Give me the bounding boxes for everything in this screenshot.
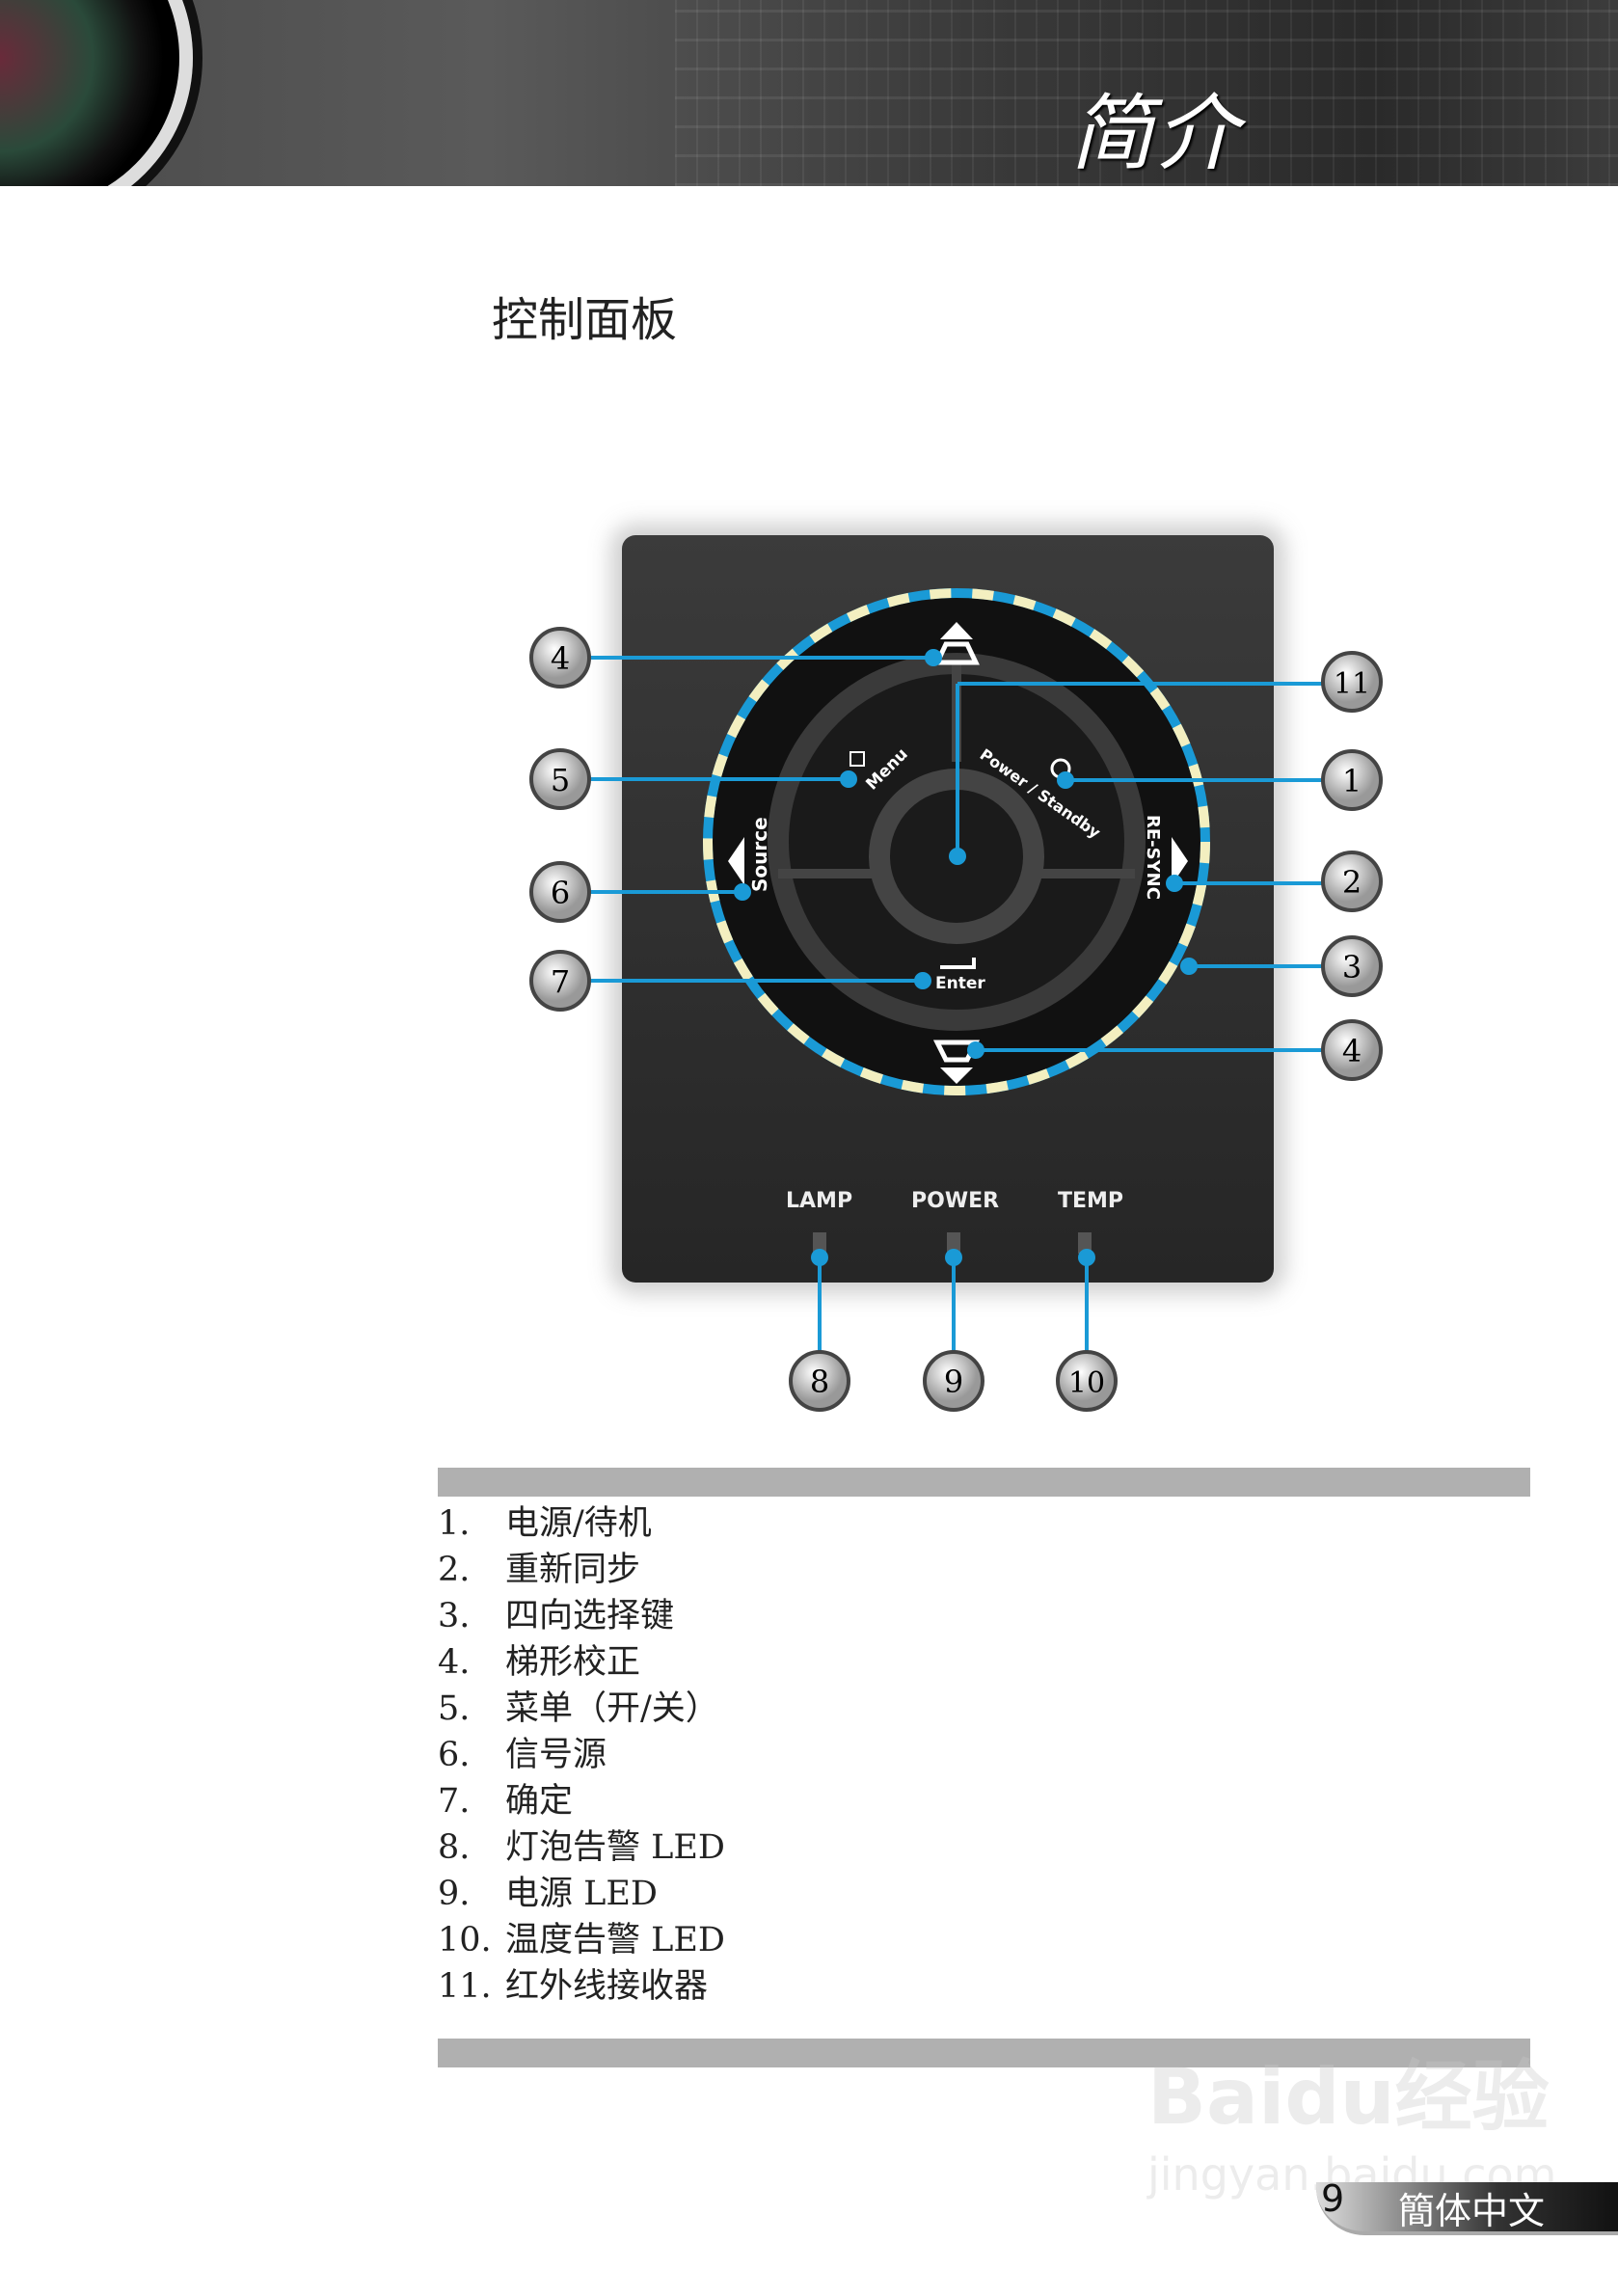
callout-8: 8 (789, 1350, 850, 1412)
item-text: 红外线接收器 (505, 1967, 709, 2006)
list-item: 10. 温度告警 LED (438, 1917, 725, 1963)
item-text: 温度告警 LED (505, 1921, 725, 1959)
chapter-header: 简介 (0, 0, 1618, 186)
leader-lines (589, 649, 1323, 1352)
menu-icon (849, 751, 865, 767)
svg-text:4: 4 (551, 640, 570, 677)
control-panel-diagram: Menu Power / Standby RE-SYNC Source Ente… (529, 588, 1383, 1412)
footer-language: 簡体中文 (1398, 2190, 1546, 2232)
svg-text:5: 5 (551, 762, 570, 798)
callout-11: 11 (1321, 651, 1383, 713)
callout-5: 5 (529, 748, 591, 810)
item-number: 9. (438, 1875, 471, 1913)
svg-text:3: 3 (1342, 949, 1362, 986)
list-item: 1. 电源/待机 (438, 1500, 725, 1547)
led-label-power: POWER (911, 1189, 999, 1213)
item-text: 电源 LED (505, 1875, 658, 1913)
callout-3: 3 (1321, 935, 1383, 997)
svg-text:2: 2 (1342, 864, 1362, 901)
item-text: 菜单（开/关） (505, 1689, 719, 1728)
arrow-right-icon (1172, 837, 1188, 885)
svg-text:9: 9 (944, 1364, 963, 1400)
item-number: 8. (438, 1828, 471, 1867)
page-number: 9 (1321, 2177, 1345, 2220)
four-way-ring-dash (703, 588, 1210, 1095)
item-text: 重新同步 (505, 1551, 641, 1589)
list-item: 11. 红外线接收器 (438, 1963, 725, 2010)
enter-label: Enter (935, 974, 985, 993)
arrow-up-icon (940, 622, 973, 639)
callout-4-top: 4 (529, 627, 591, 689)
divider-bar-bottom (438, 2039, 1530, 2067)
legend-list: 1.电源/待机 2.重新同步 3.四向选择键 4.梯形校正 5.菜单（开/关） … (438, 1500, 725, 2010)
section-title: 控制面板 (492, 293, 678, 347)
list-item: 2. 重新同步 (438, 1547, 725, 1593)
led-label-lamp: LAMP (786, 1189, 852, 1213)
callout-10: 10 (1056, 1350, 1118, 1412)
led-label-temp: TEMP (1058, 1189, 1123, 1213)
item-number: 7. (438, 1782, 471, 1821)
callout-4-bottom: 4 (1321, 1019, 1383, 1081)
item-number: 3. (438, 1597, 471, 1635)
item-text: 确定 (505, 1782, 574, 1821)
callout-9: 9 (923, 1350, 984, 1412)
source-label: Source (748, 817, 771, 892)
resync-label: RE-SYNC (1143, 815, 1163, 900)
header-grid-pattern (675, 0, 1618, 186)
callout-2: 2 (1321, 851, 1383, 912)
list-item: 7. 确定 (438, 1778, 725, 1824)
item-number: 1. (438, 1504, 471, 1543)
list-item: 8. 灯泡告警 LED (438, 1824, 725, 1871)
item-number: 4. (438, 1643, 471, 1682)
temp-led (1078, 1232, 1092, 1254)
item-number: 2. (438, 1551, 471, 1589)
chapter-title: 简介 (1070, 86, 1240, 182)
power-led (947, 1232, 960, 1254)
callout-1: 1 (1321, 749, 1383, 811)
svg-text:10: 10 (1068, 1366, 1105, 1400)
svg-text:11: 11 (1334, 667, 1370, 701)
list-item: 9. 电源 LED (438, 1871, 725, 1917)
item-text: 四向选择键 (505, 1597, 675, 1635)
list-item: 6. 信号源 (438, 1732, 725, 1778)
keystone-down-icon (932, 1040, 981, 1063)
svg-text:7: 7 (551, 963, 570, 1000)
item-text: 信号源 (505, 1736, 607, 1774)
svg-text:1: 1 (1342, 763, 1362, 799)
footer-bar (1316, 2182, 1618, 2235)
list-item: 3. 四向选择键 (438, 1593, 725, 1639)
item-number: 5. (438, 1689, 471, 1728)
list-item: 4. 梯形校正 (438, 1639, 725, 1686)
list-item: 5. 菜单（开/关） (438, 1686, 725, 1732)
lamp-led (813, 1232, 826, 1254)
svg-text:8: 8 (810, 1364, 829, 1400)
arrow-left-icon (728, 837, 744, 885)
svg-text:6: 6 (551, 875, 570, 911)
enter-icon (940, 958, 976, 969)
arrow-down-icon (940, 1067, 973, 1084)
item-number: 10. (438, 1921, 492, 1959)
item-number: 11. (438, 1967, 492, 2006)
item-text: 灯泡告警 LED (505, 1828, 725, 1867)
item-number: 6. (438, 1736, 471, 1774)
svg-text:4: 4 (1342, 1033, 1362, 1069)
divider-bar-top (438, 1468, 1530, 1497)
item-text: 梯形校正 (505, 1643, 641, 1682)
item-text: 电源/待机 (505, 1504, 652, 1543)
callout-7: 7 (529, 950, 591, 1012)
callout-6: 6 (529, 861, 591, 923)
